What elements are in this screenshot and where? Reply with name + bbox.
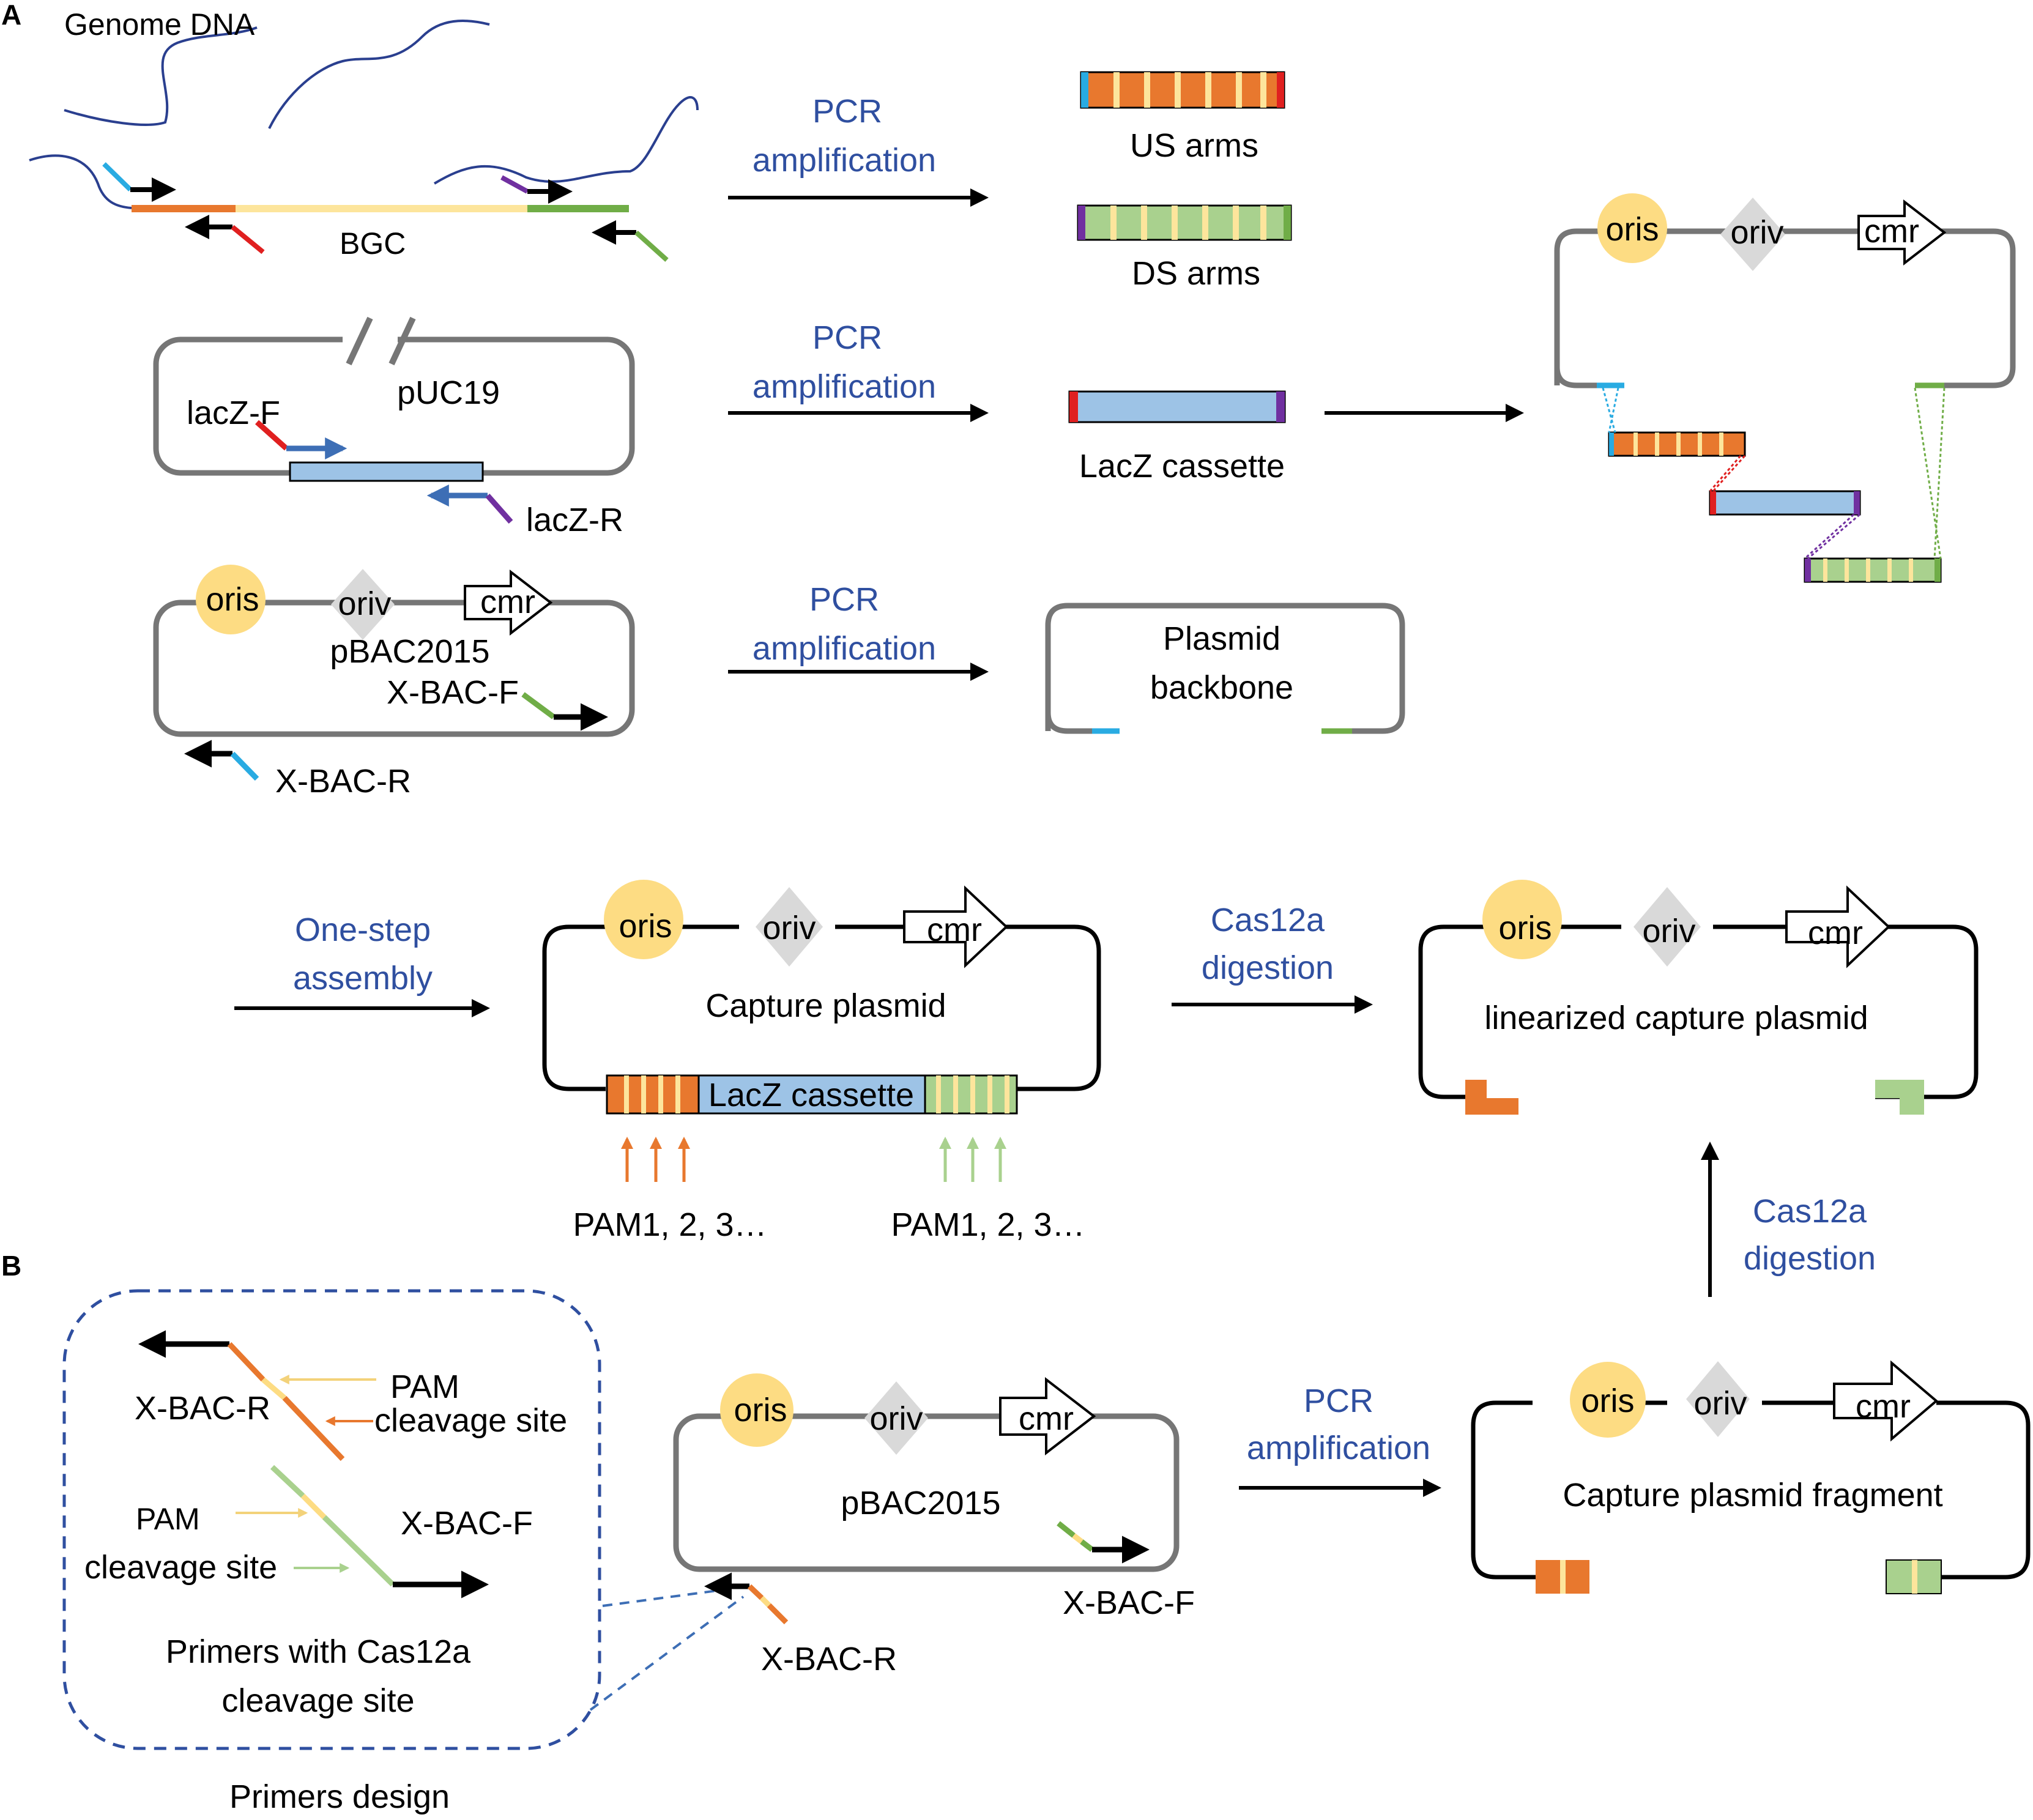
lacz-f-label: lacZ-F — [187, 395, 280, 431]
pbac-b-cmr-label: cmr — [1019, 1400, 1074, 1437]
pcr-arrow-3: PCR amplification — [728, 581, 989, 681]
pcr-arrow-b: PCR amplification — [1239, 1383, 1441, 1497]
capture-plasmid-fragment — [1471, 1360, 2031, 1594]
pcr-label-line1: PCR — [812, 93, 882, 130]
lacz-primers — [255, 420, 513, 524]
pam-label-left: PAM1, 2, 3… — [573, 1206, 767, 1243]
x-bac-f-label: X-BAC-F — [387, 674, 519, 711]
pam-label-right: PAM1, 2, 3… — [891, 1206, 1085, 1243]
fragment-name-label: Capture plasmid fragment — [1563, 1477, 1942, 1514]
cas12a-arrow-vertical: Cas12a digestion — [1701, 1142, 1876, 1297]
pbac-oris-label: oris — [206, 581, 259, 618]
assembly-oris-label: oris — [1605, 211, 1659, 248]
primer-r-diagram — [138, 1330, 376, 1462]
primer-f-diagram — [236, 1465, 489, 1599]
cas12a-label-line2: digestion — [1744, 1240, 1876, 1277]
plasmid-backbone-line2: backbone — [1150, 669, 1293, 706]
panel-label-b: B — [1, 1250, 21, 1282]
design-caption-line1: Primers with Cas12a — [166, 1633, 471, 1670]
pcr-label-line2: amplification — [753, 630, 936, 667]
assembly-cmr-label: cmr — [1864, 213, 1919, 250]
panel-label-a: A — [1, 0, 21, 31]
capture-cmr-label: cmr — [927, 912, 982, 948]
genome-dna-label: Genome DNA — [64, 7, 255, 42]
cas12a-label-line1: Cas12a — [1753, 1193, 1867, 1230]
capture-oris-label: oris — [619, 908, 672, 945]
design-cleavage-label-2: cleavage site — [84, 1549, 277, 1586]
design-cleavage-label-1: cleavage site — [374, 1402, 567, 1439]
one-step-assembly-arrow: One-step assembly — [234, 912, 490, 1017]
pbac-b-x-bac-f-label: X-BAC-F — [1063, 1584, 1195, 1621]
capture-plasmid-label: Capture plasmid — [705, 987, 946, 1024]
pbac-b-name-label: pBAC2015 — [841, 1485, 1000, 1521]
genome-dna-strands — [29, 20, 699, 209]
design-connector-lines — [589, 1586, 745, 1711]
plasmid-backbone — [1045, 603, 1405, 734]
assembly-label-line2: assembly — [293, 960, 433, 997]
pcr-label-line1: PCR — [812, 319, 882, 356]
pcr-label-line1: PCR — [809, 581, 879, 618]
pam-arrows-orange — [621, 1137, 690, 1182]
design-x-bac-f-label: X-BAC-F — [401, 1505, 533, 1542]
pcr-arrow-1: PCR amplification — [728, 93, 989, 207]
us-arms-bar — [1080, 71, 1285, 109]
fragment-oris-label: oris — [1581, 1383, 1634, 1419]
assembly-label-line1: One-step — [295, 912, 431, 948]
capture-plasmid — [542, 880, 1101, 1115]
pbac2015-plasmid-b — [673, 1373, 1180, 1572]
linearized-capture-plasmid — [1418, 880, 1979, 1115]
pcr-label-line1: PCR — [1304, 1383, 1373, 1419]
capture-oriv-label: oriv — [762, 910, 816, 946]
design-pam-label-1: PAM — [390, 1369, 459, 1405]
us-arms-label: US arms — [1130, 127, 1258, 164]
pbac2015-plasmid — [153, 565, 635, 737]
puc19-label: pUC19 — [397, 374, 500, 411]
plasmid-backbone-line1: Plasmid — [1163, 620, 1280, 657]
lacz-cassette-bar — [1068, 390, 1286, 423]
capture-cassette-label: LacZ cassette — [708, 1077, 914, 1113]
linearized-oriv-label: oriv — [1642, 913, 1695, 949]
pcr-label-line2: amplification — [1247, 1430, 1430, 1466]
pbac-cmr-label: cmr — [480, 584, 535, 620]
fragment-cmr-label: cmr — [1856, 1388, 1911, 1425]
pbac-name-label: pBAC2015 — [330, 633, 489, 670]
bgc-label: BGC — [340, 226, 406, 261]
pbac-oriv-label: oriv — [338, 585, 391, 622]
primers-design-title: Primers design — [229, 1778, 450, 1815]
pbac-b-oris-label: oris — [734, 1392, 787, 1428]
pcr-label-line2: amplification — [753, 142, 936, 179]
linearized-cmr-label: cmr — [1808, 915, 1863, 951]
cas12a-label-line1: Cas12a — [1211, 902, 1325, 938]
assembly-oriv-label: oriv — [1730, 214, 1783, 251]
lacz-cassette-label: LacZ cassette — [1079, 448, 1285, 485]
ds-arms-label: DS arms — [1132, 255, 1260, 292]
cas12a-label-line2: digestion — [1202, 949, 1334, 986]
pbac-b-x-bac-r-label: X-BAC-R — [761, 1641, 897, 1677]
ds-arms-bar — [1077, 204, 1292, 241]
pam-arrows-green — [939, 1137, 1006, 1182]
primers-design-box — [62, 1289, 601, 1750]
linearized-plasmid-label: linearized capture plasmid — [1484, 1000, 1868, 1036]
bgc-primers — [102, 162, 669, 262]
pbac-b-oriv-label: oriv — [869, 1400, 923, 1437]
cas12a-arrow-horizontal: Cas12a digestion — [1172, 902, 1373, 1014]
x-bac-primers — [184, 692, 608, 781]
linearized-oris-label: oris — [1498, 910, 1552, 946]
pbac-b-primers — [704, 1521, 1150, 1625]
assembly-schematic — [1554, 193, 2016, 583]
pcr-label-line2: amplification — [753, 368, 936, 405]
design-caption-line2: cleavage site — [221, 1682, 414, 1719]
lacz-r-label: lacZ-R — [526, 502, 623, 538]
puc19-plasmid — [153, 316, 635, 482]
x-bac-r-label: X-BAC-R — [275, 763, 411, 800]
fragment-oriv-label: oriv — [1693, 1385, 1747, 1422]
design-pam-label-2: PAM — [136, 1502, 200, 1536]
design-x-bac-r-label: X-BAC-R — [135, 1390, 270, 1427]
pcr-arrow-2: PCR amplification — [728, 319, 989, 422]
